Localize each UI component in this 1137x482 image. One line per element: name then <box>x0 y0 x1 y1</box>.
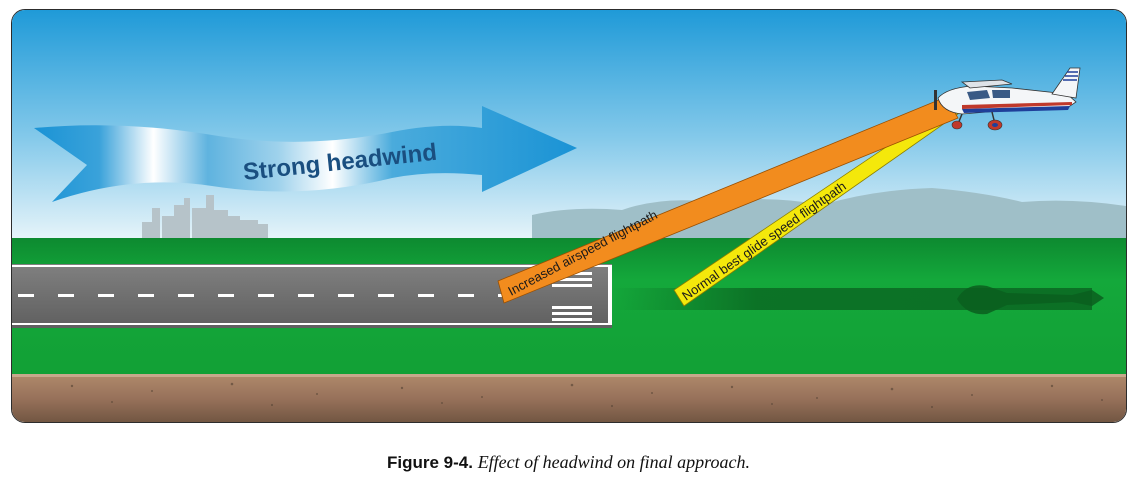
caption-number: Figure 9-4. <box>386 453 473 472</box>
airplane <box>934 67 1081 131</box>
city-skyline <box>142 195 268 242</box>
soil-layer <box>12 374 1126 422</box>
aircraft-shadow <box>612 285 1104 315</box>
runway-centerline <box>18 294 514 297</box>
headwind-illustration: Strong headwind <box>11 9 1127 423</box>
caption-text: Effect of headwind on final approach. <box>477 452 750 472</box>
figure-caption: Figure 9-4. Effect of headwind on final … <box>0 452 1137 473</box>
